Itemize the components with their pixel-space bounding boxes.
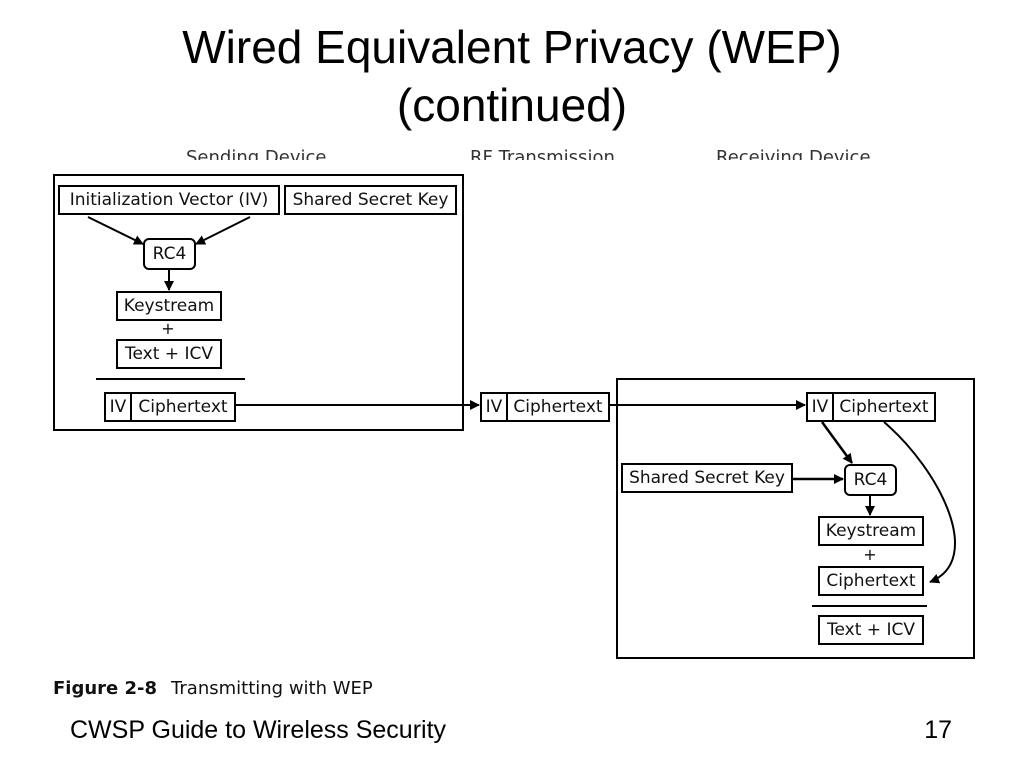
arrow-recv-iv-to-rc4: [820, 421, 854, 464]
header-sending-device: Sending Device: [186, 147, 327, 160]
figure-caption-label: Figure 2-8: [53, 678, 158, 699]
receiver-plus-sign: +: [863, 545, 877, 564]
receiver-text-icv-box: Text + ICV: [818, 615, 924, 645]
footer-page-number: 17: [924, 716, 952, 744]
receiver-divider-line: [812, 605, 927, 607]
sender-plus-sign: +: [161, 319, 175, 338]
sender-out-iv-box: IV: [104, 392, 132, 422]
sender-shared-key-box: Shared Secret Key: [284, 185, 457, 215]
sender-iv-box: Initialization Vector (IV): [58, 185, 280, 215]
receiver-rc4-box: RC4: [844, 464, 897, 496]
receiver-keystream-box: Keystream: [818, 516, 924, 546]
sender-text-icv-box: Text + ICV: [116, 339, 222, 369]
sender-divider-line: [96, 378, 245, 380]
rf-ciphertext-box: Ciphertext: [506, 392, 610, 422]
header-rf-transmission: RF Transmission: [470, 147, 615, 160]
receiver-in-ciphertext-box: Ciphertext: [832, 392, 936, 422]
arrow-key-to-rc4: [195, 216, 251, 245]
header-receiving-device: Receiving Device: [716, 147, 871, 160]
slide-title: Wired Equivalent Privacy (WEP) (continue…: [0, 18, 1024, 134]
receiver-ciphertext-box: Ciphertext: [818, 566, 924, 596]
sender-rc4-box: RC4: [143, 238, 196, 270]
receiver-shared-key-box: Shared Secret Key: [621, 463, 793, 493]
figure-caption-text: Transmitting with WEP: [171, 678, 373, 699]
sender-out-ciphertext-box: Ciphertext: [130, 392, 236, 422]
slide-title-line2: (continued): [396, 79, 628, 131]
slide-title-line1: Wired Equivalent Privacy (WEP): [182, 21, 842, 73]
footer-course-title: CWSP Guide to Wireless Security: [70, 716, 447, 744]
figure-caption: Figure 2-8 Transmitting with WEP: [53, 678, 373, 699]
arrow-iv-to-rc4: [87, 216, 144, 245]
sender-keystream-box: Keystream: [116, 291, 222, 321]
arrow-recv-ciphertext-curve: [883, 421, 956, 584]
rf-iv-box: IV: [480, 392, 508, 422]
